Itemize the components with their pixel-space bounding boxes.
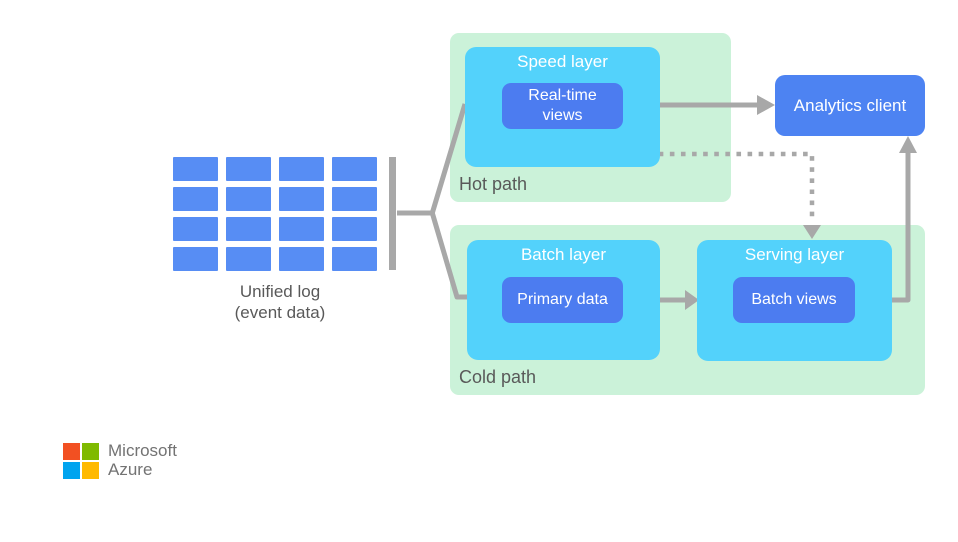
log-segment — [279, 157, 324, 181]
cold-path-label: Cold path — [459, 367, 537, 387]
batch-views-box: Batch views — [733, 277, 855, 323]
arrowhead-into-client-icon — [757, 95, 775, 115]
analytics-client-box: Analytics client — [775, 75, 925, 136]
speed-layer-box: Speed layer Real-time views — [465, 47, 660, 167]
log-segment — [279, 247, 324, 271]
logo-square-red — [63, 443, 80, 460]
batch-layer-title: Batch layer — [520, 245, 607, 264]
log-segment — [173, 217, 218, 241]
log-segment — [279, 187, 324, 211]
serving-layer-title: Serving layer — [744, 245, 845, 264]
log-segment — [332, 157, 377, 181]
unified-log-grid — [173, 157, 377, 271]
log-segment — [332, 247, 377, 271]
log-segment — [173, 187, 218, 211]
unified-log-label: Unified log (event data) — [150, 281, 410, 323]
log-segment — [226, 247, 271, 271]
real-time-views-box: Real-time views — [502, 83, 623, 129]
wordmark-line1: Microsoft — [108, 441, 177, 460]
log-segment — [173, 157, 218, 181]
unified-log-label-line2: (event data) — [234, 303, 326, 322]
unified-log-label-line1: Unified log — [239, 282, 321, 301]
logo-square-blue — [63, 462, 80, 479]
wordmark-line2: Azure — [108, 460, 153, 479]
log-segment — [226, 187, 271, 211]
log-segment — [226, 217, 271, 241]
primary-data-box: Primary data — [502, 277, 623, 323]
log-segment — [279, 217, 324, 241]
speed-layer-title: Speed layer — [517, 52, 608, 71]
logo-square-green — [82, 443, 99, 460]
serving-layer-box: Serving layer Batch views — [697, 240, 892, 361]
hot-path-label: Hot path — [459, 174, 528, 194]
microsoft-azure-wordmark: Microsoft Azure — [108, 441, 177, 479]
microsoft-logo-icon — [63, 443, 99, 479]
arrowhead-into-client-bottom-icon — [899, 136, 917, 153]
log-segment — [226, 157, 271, 181]
log-segment — [173, 247, 218, 271]
batch-layer-box: Batch layer Primary data — [467, 240, 660, 360]
log-segment — [332, 187, 377, 211]
logo-square-yellow — [82, 462, 99, 479]
unified-log-edge-bar — [389, 157, 396, 270]
log-segment — [332, 217, 377, 241]
